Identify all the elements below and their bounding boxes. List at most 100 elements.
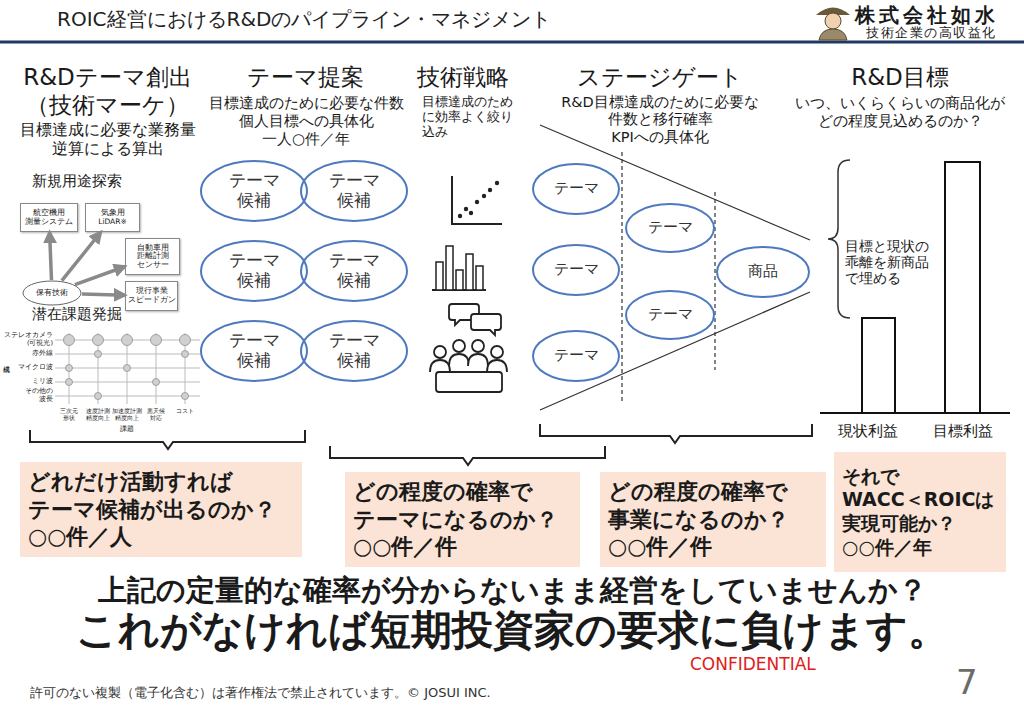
scatter-dot (495, 181, 499, 185)
theme-ellipse: テーマ (532, 244, 620, 296)
bar-label: 目標利益 (920, 422, 1005, 440)
section-heading: 新規用途探索 (32, 172, 162, 190)
gap-note: 目標と現状の 乖離を新商品 で埋める (845, 238, 945, 287)
copyright-note: 許可のない複製（電子化含む）は著作権法で禁止されています。© JOSUI INC… (30, 685, 491, 701)
row-label: その他の 波長 (4, 388, 53, 404)
theme-candidate: テーマ 候補 (300, 240, 408, 302)
node-text: テーマ 候補 (300, 251, 408, 290)
node-text: テーマ 候補 (300, 331, 408, 370)
column-subheading: 目標達成のために必要な件数 個人目標への具体化 一人○件／年 (195, 94, 417, 148)
slide-title: ROIC経営におけるR&Dのパイプライン・マネジメント (57, 7, 551, 31)
flow-arrow (62, 232, 101, 281)
node-text: それで WACC＜ROICは 実現可能か？ (842, 465, 998, 536)
node-text: テーマ (532, 180, 620, 197)
column-subheading: R&D目標達成のために必要な 件数と移行確率 KPIへの具体化 (545, 94, 775, 146)
use-case-box: 航空機用 測量システム (20, 203, 78, 232)
theme-ellipse: テーマ (625, 203, 715, 253)
row-label: 赤外線 (4, 350, 53, 358)
ellipse-shape (301, 321, 407, 381)
group-bracket (540, 424, 812, 443)
ellipse-shape (23, 281, 81, 305)
ellipse-shape (533, 331, 619, 381)
column-label: 三次元 形状 (52, 407, 86, 421)
ellipse-shape (717, 247, 809, 297)
node-text: 航空機用 測量システム (22, 209, 76, 226)
row-label: ミリ波 (4, 378, 53, 386)
matrix-dot (151, 335, 162, 346)
ellipse-shape (301, 161, 407, 221)
node-text: 現行事業 スピードガン (127, 287, 176, 304)
node-text: テーマ (625, 219, 715, 236)
question-panel: それで WACC＜ROICは 実現可能か？○○件／年 (834, 452, 1006, 572)
theme-candidate: テーマ 候補 (200, 320, 308, 382)
matrix-dot (66, 365, 73, 372)
theme-ellipse: テーマ (532, 330, 620, 382)
question-panel: どれだけ活動すれば テーマ候補が出るのか？○○件／人 (20, 462, 302, 557)
node-text: 気象用 LiDAR※ (87, 209, 138, 226)
row-label: ステレオカメラ (可視光) (4, 332, 53, 348)
core-tech-ellipse: 保有技術 (22, 280, 82, 306)
axis-label: 課題 (112, 425, 142, 433)
matrix-dot (95, 393, 102, 400)
header-rule (0, 41, 1024, 44)
node-text: テーマ (532, 261, 620, 278)
node-text: 自動車用 距離計測 センサー (127, 244, 178, 270)
theme-candidate: テーマ 候補 (200, 160, 308, 222)
theme-candidate: テーマ 候補 (300, 320, 408, 382)
question-panel: どの程度の確率で テーマになるのか？○○件／件 (345, 472, 580, 567)
column-heading: R&Dテーマ創出 （技術マーケ） (5, 64, 210, 119)
bar-icon (456, 270, 463, 290)
group-bracket (30, 430, 305, 449)
product-ellipse: 商品 (716, 246, 810, 298)
headline-message: これがなければ短期投資家の要求に負けます。 (0, 606, 1024, 655)
node-text: ○○件／年 (842, 536, 998, 560)
scatter-dot (464, 207, 468, 211)
profit-bar (862, 318, 895, 413)
ellipse-shape (201, 241, 307, 301)
flow-arrow (50, 232, 52, 280)
theme-candidate: テーマ 候補 (300, 160, 408, 222)
person-body (430, 360, 450, 372)
company-tagline: 技術企業の高収益化 (866, 25, 997, 41)
node-text: どの程度の確率で 事業になるのか？ (608, 478, 818, 533)
theme-ellipse: テーマ (532, 163, 620, 215)
ellipse-shape (626, 291, 714, 339)
person-body (468, 354, 488, 366)
node-text: どれだけ活動すれば テーマ候補が出るのか？ (28, 468, 294, 523)
group-bracket (330, 446, 605, 465)
column-label: 加速度計測 精度向上 (110, 407, 144, 421)
ellipse-shape (301, 241, 407, 301)
node-text: テーマ 候補 (200, 171, 308, 210)
scatter-dot (469, 211, 473, 215)
company-name: 株式会社如水 (855, 3, 999, 27)
person-head (472, 340, 484, 352)
scatter-dot (475, 200, 479, 204)
node-text: ○○件／件 (608, 533, 818, 561)
ellipse-shape (201, 321, 307, 381)
person-body (449, 354, 469, 366)
row-label: マイクロ波 (4, 364, 53, 372)
bar-icon (476, 266, 483, 290)
meeting-table (436, 372, 502, 392)
column-heading: ステージゲート (560, 64, 760, 92)
node-text: 保有技術 (22, 288, 82, 297)
speech-bubble (471, 314, 501, 335)
logo-face (825, 13, 841, 29)
question-panel: どの程度の確率で 事業になるのか？○○件／件 (600, 472, 826, 567)
matrix-dot (182, 393, 189, 400)
matrix-dot (124, 365, 131, 372)
column-heading: テーマ提案 (230, 64, 380, 92)
column-label: 速度計測 精度向上 (81, 407, 115, 421)
matrix-dot (93, 335, 104, 346)
column-heading: 技術戦略 (405, 64, 520, 92)
use-case-box: 自動車用 距離計測 センサー (125, 238, 180, 275)
gate-line (714, 192, 715, 370)
use-case-box: 気象用 LiDAR※ (85, 203, 140, 232)
chart-baseline (820, 412, 1010, 414)
node-text: テーマ (532, 347, 620, 364)
column-subheading: 目標達成に必要な業務量 逆算による算出 (5, 121, 210, 158)
matrix-dot (66, 379, 73, 386)
column-heading: R&D目標 (820, 64, 980, 92)
node-text: テーマ 候補 (200, 331, 308, 370)
profit-bar (945, 162, 980, 413)
